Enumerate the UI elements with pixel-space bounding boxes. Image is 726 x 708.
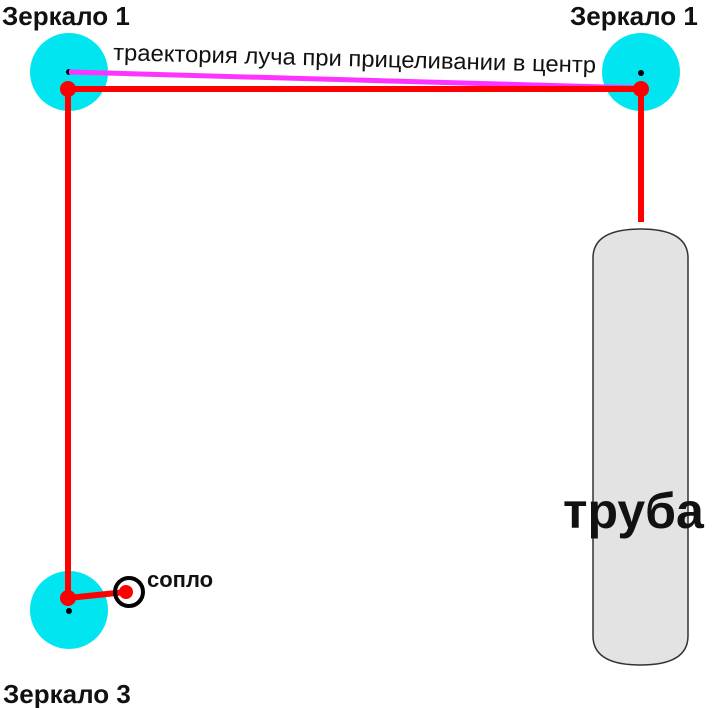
label-tube: труба — [563, 483, 705, 539]
nozzle-ring — [113, 576, 145, 608]
label-mirror-1-left: Зеркало 1 — [2, 1, 130, 31]
reflection-point-mirror-1-left — [60, 81, 76, 97]
label-beam-annotation: траектория луча при прицеливании в центр — [113, 39, 597, 78]
aim-trajectory-line — [68, 69, 642, 91]
reflection-point-mirror-1-right — [633, 81, 649, 97]
mirror-3-center-dot — [66, 608, 72, 614]
label-mirror-1-right: Зеркало 1 — [570, 1, 698, 31]
laser-beam-path — [65, 86, 644, 602]
mirror-1-right-center-dot — [638, 70, 644, 76]
tube-shape — [592, 228, 689, 666]
nozzle-beam-dot — [119, 585, 133, 599]
reflection-point-mirror-3 — [60, 590, 76, 606]
label-nozzle: сопло — [147, 567, 213, 592]
label-mirror-3: Зеркало 3 — [3, 679, 131, 708]
